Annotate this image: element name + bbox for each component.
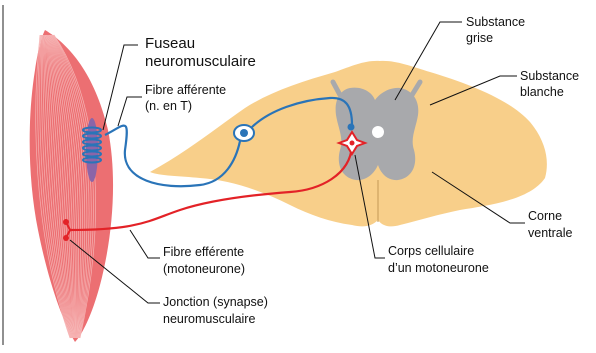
- dorsal-root-ganglion: [234, 125, 254, 141]
- label-jonction-line2: neuromusculaire: [163, 312, 255, 326]
- label-fibre-afferente-line1: Fibre afférente: [145, 83, 226, 97]
- leader-fibre-afferente: [118, 97, 142, 126]
- label-fuseau-line1: Fuseau: [145, 35, 195, 52]
- motor-neuron-nucleus: [350, 141, 355, 146]
- label-corne-ventrale-line1: Corne: [528, 209, 562, 223]
- label-substance-blanche-line1: Substance: [520, 69, 579, 83]
- label-fibre-efferente-line2: (motoneurone): [163, 262, 245, 276]
- afferent-terminal: [348, 124, 355, 131]
- neuromuscular-junction-a: [63, 219, 69, 225]
- label-jonction-line1: Jonction (synapse): [163, 295, 268, 309]
- label-substance-blanche-line2: blanche: [520, 85, 564, 99]
- label-fibre-efferente-line1: Fibre efférente: [163, 245, 244, 259]
- label-corne-ventrale-line2: ventrale: [528, 226, 573, 240]
- label-fibre-afferente-line2: (n. en T): [145, 99, 192, 113]
- ganglion-cell-body: [240, 129, 248, 137]
- muscle: [30, 30, 113, 342]
- leader-fibre-efferente: [130, 230, 160, 258]
- label-corps-cellulaire-line2: d’un motoneurone: [388, 261, 489, 275]
- muscle-body: [30, 30, 113, 342]
- neuromuscular-junction-b: [63, 235, 69, 241]
- label-substance-grise-line2: grise: [466, 31, 493, 45]
- label-substance-grise-line1: Substance: [466, 15, 525, 29]
- central-canal: [372, 126, 384, 138]
- label-fuseau-line2: neuromusculaire: [145, 53, 256, 70]
- label-corps-cellulaire-line1: Corps cellulaire: [388, 244, 474, 258]
